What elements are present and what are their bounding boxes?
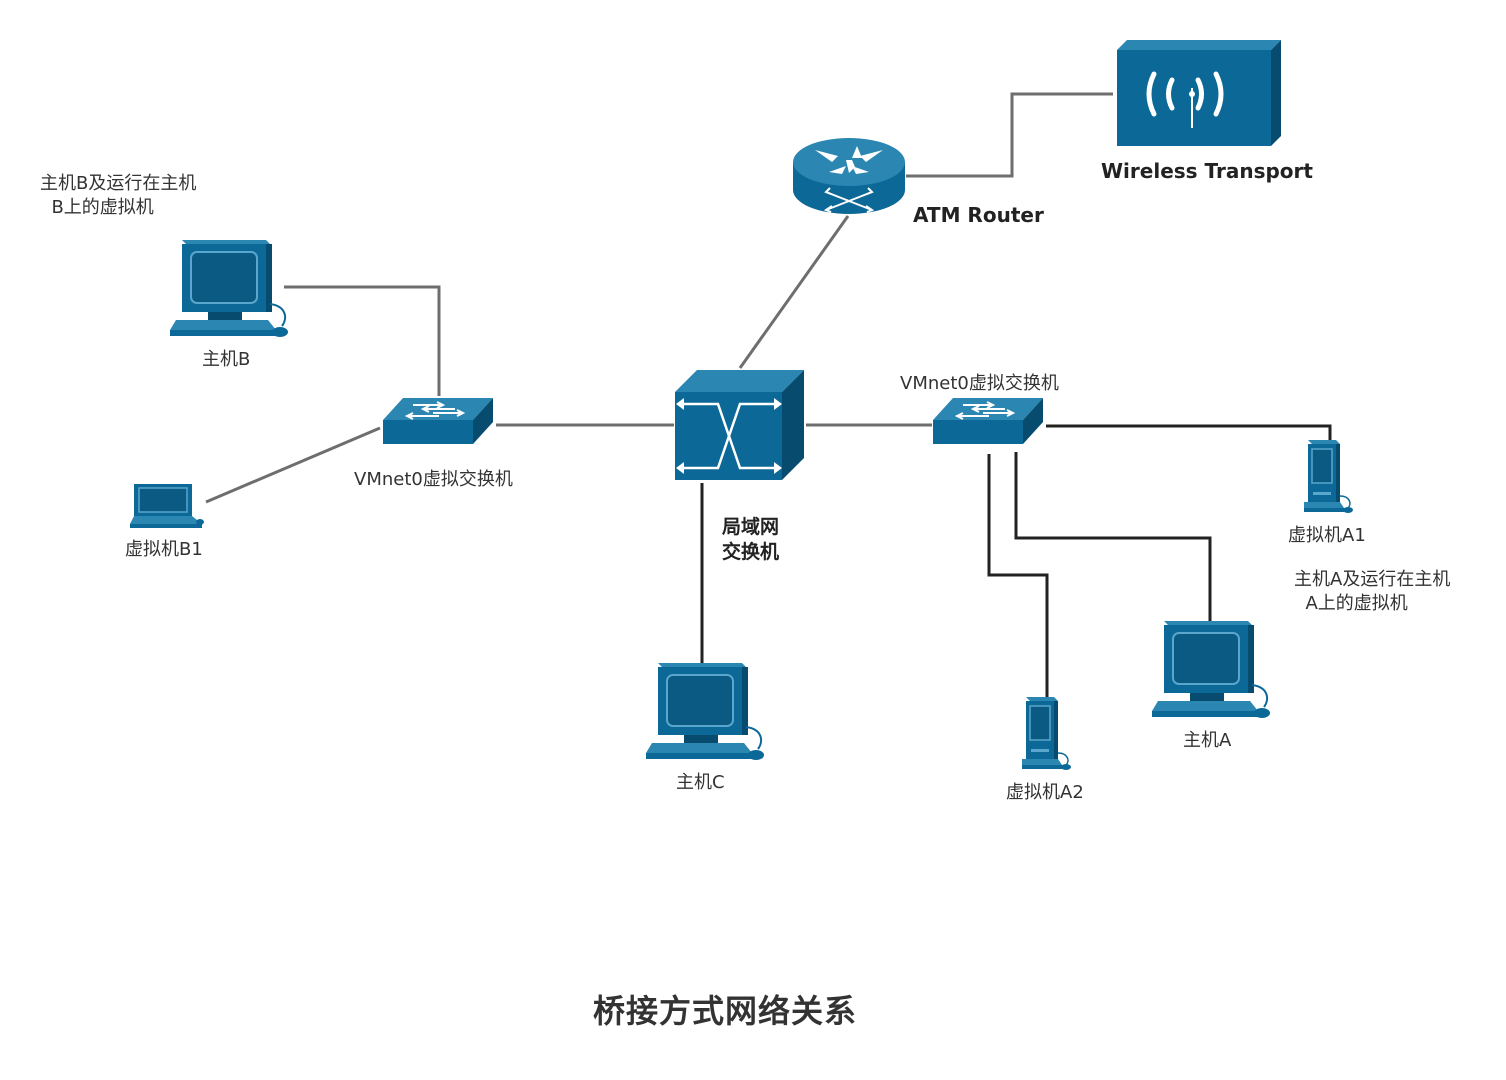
router-icon xyxy=(793,138,905,214)
vswitch-a-label: VMnet0虚拟交换机 xyxy=(900,373,1059,394)
link-router-lan-switch xyxy=(738,215,850,369)
host-b-label: 主机B xyxy=(202,349,251,370)
router-label: ATM Router xyxy=(913,203,1044,227)
vswitch-b-label: VMnet0虚拟交换机 xyxy=(354,469,513,490)
link-host-b-vswitch-b xyxy=(284,285,441,396)
host-b-icon xyxy=(169,239,289,338)
wireless-transport-icon xyxy=(1117,40,1281,146)
vswitch-a-icon xyxy=(932,397,1044,445)
lan-switch-icon xyxy=(675,370,804,480)
wireless-transport-label: Wireless Transport xyxy=(1101,159,1313,183)
link-wireless-router xyxy=(906,92,1113,178)
link-vswitch-a-host-a xyxy=(1014,452,1212,621)
link-vm-b1-vswitch-b xyxy=(205,426,381,504)
vswitch-b-icon xyxy=(382,397,494,445)
link-vswitch-a-vm-a1 xyxy=(1046,424,1332,440)
host-a-icon xyxy=(1151,620,1271,719)
link-vswitch-a-vm-a2 xyxy=(987,454,1049,697)
vm-b1-label: 虚拟机B1 xyxy=(125,539,203,560)
host-c-label: 主机C xyxy=(676,772,725,793)
group-a-note: 主机A及运行在主机 A上的虚拟机 xyxy=(1294,569,1451,614)
host-c-icon xyxy=(645,662,765,761)
vm-a1-label: 虚拟机A1 xyxy=(1288,525,1366,546)
lan-switch-label: 局域网 交换机 xyxy=(722,516,780,563)
vm-b1-icon xyxy=(129,483,205,529)
group-b-note: 主机B及运行在主机 B上的虚拟机 xyxy=(40,173,197,218)
host-a-label: 主机A xyxy=(1183,730,1232,751)
vm-a1-icon xyxy=(1303,439,1354,514)
vm-a2-label: 虚拟机A2 xyxy=(1006,782,1084,803)
links xyxy=(205,92,1332,697)
vm-a2-icon xyxy=(1021,696,1072,771)
diagram-title: 桥接方式网络关系 xyxy=(592,992,857,1030)
